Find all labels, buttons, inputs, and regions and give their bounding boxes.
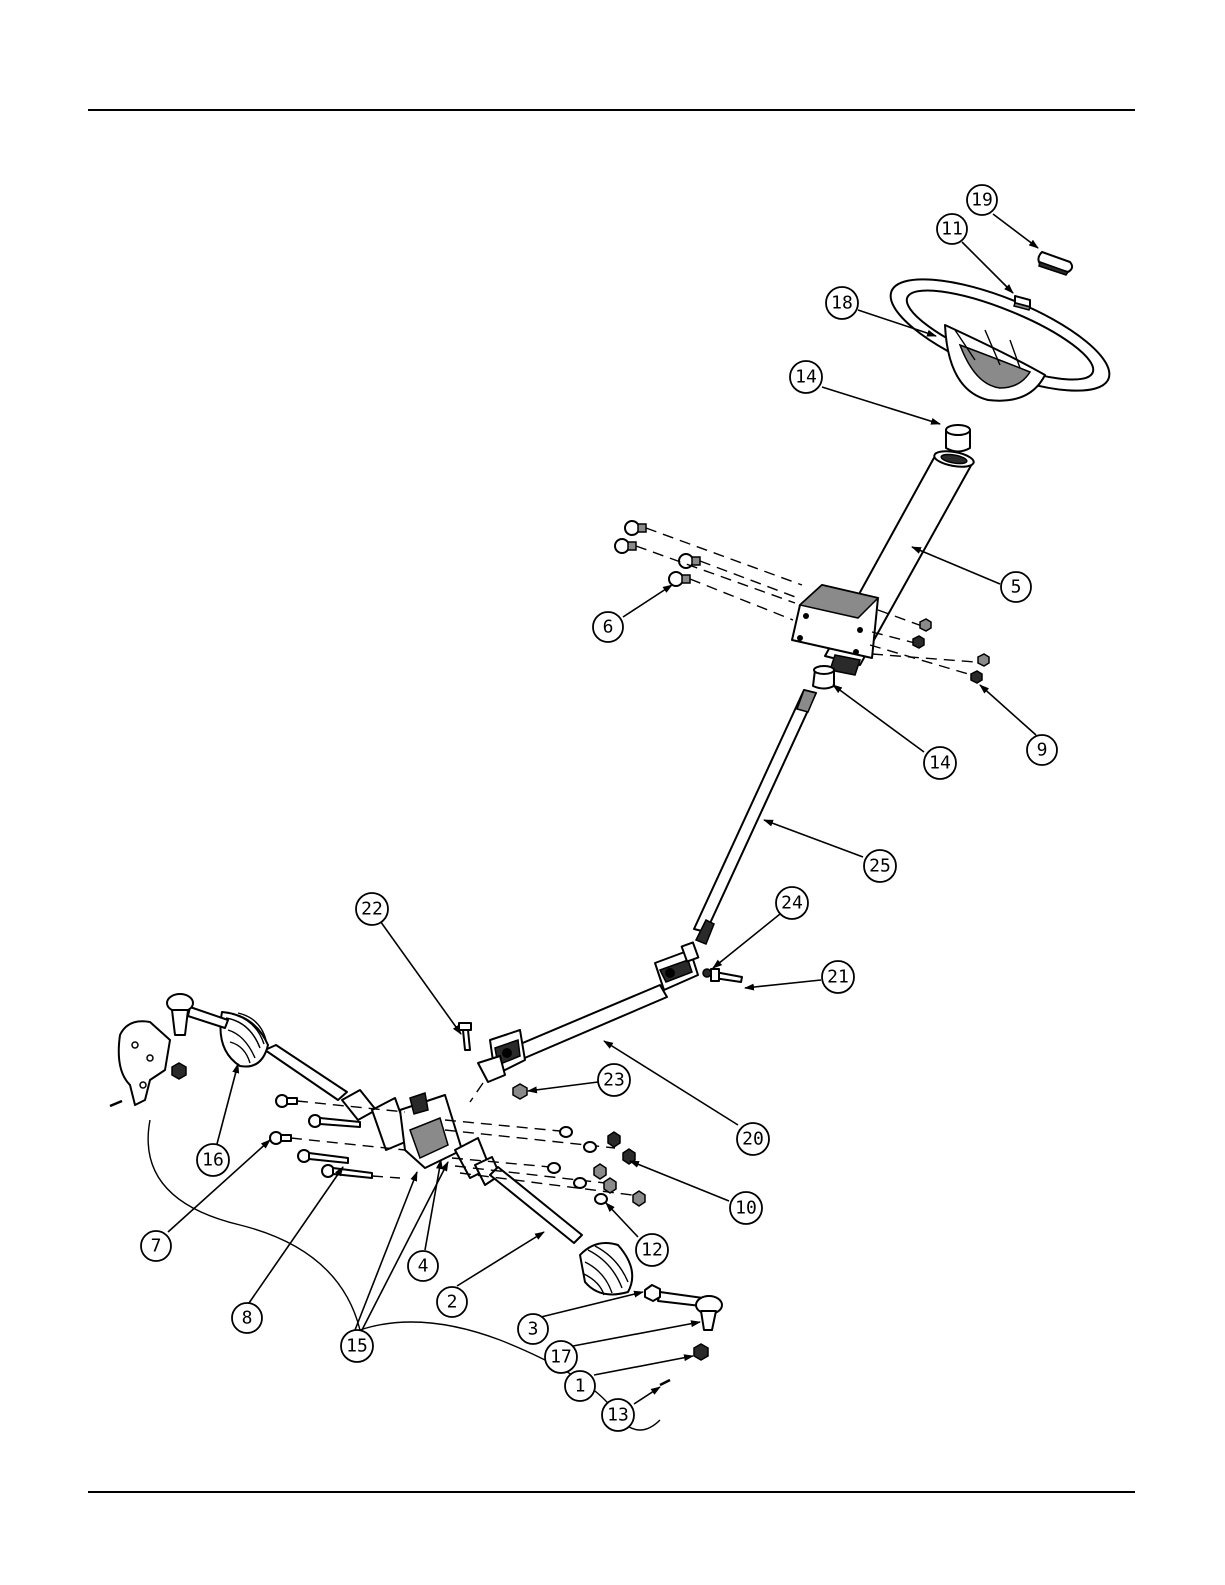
callout-16-label: 16: [202, 1150, 224, 1171]
callout-4: 4: [408, 1251, 438, 1281]
callout-25-label: 25: [869, 856, 891, 877]
callout-17: 17: [545, 1341, 577, 1373]
callout-12-label: 12: [641, 1240, 663, 1261]
left-tie-rod-end: [167, 994, 228, 1035]
upper-universal-joint: [655, 942, 698, 990]
lower-steering-shaft: [506, 985, 667, 1063]
callout-8-label: 8: [242, 1308, 253, 1329]
rack-housing: [265, 1045, 500, 1185]
callout-22: 22: [356, 893, 388, 925]
callout-20-label: 20: [742, 1129, 764, 1150]
callout-1: 1: [565, 1371, 595, 1401]
callout-18-label: 18: [831, 293, 853, 314]
callout-7: 7: [141, 1231, 171, 1261]
callout-14-lower-label: 14: [929, 753, 951, 774]
callout-8: 8: [232, 1303, 262, 1333]
lower-bushing: [813, 666, 834, 689]
spindle-knuckle: [119, 1021, 170, 1105]
callout-10: 10: [730, 1192, 762, 1224]
callout-9: 9: [1027, 735, 1057, 765]
callout-5-label: 5: [1011, 577, 1022, 598]
callout-1-label: 1: [575, 1376, 586, 1397]
callout-15: 15: [341, 1330, 373, 1362]
pinch-bolt-nut: [513, 1084, 527, 1099]
phantom-line-left: [148, 1120, 360, 1330]
callout-19-label: 19: [971, 190, 993, 211]
callout-19: 19: [967, 185, 997, 215]
jam-nut: [645, 1285, 660, 1301]
column-mount-nuts: [913, 619, 989, 683]
callout-6-label: 6: [603, 617, 614, 638]
castle-nut: [694, 1344, 708, 1360]
u-joint-bolt-and-washer: [703, 969, 742, 982]
right-boot: [580, 1243, 632, 1295]
horn-cap: [1038, 252, 1072, 275]
callout-11-label: 11: [941, 219, 963, 240]
leader-lines: [168, 214, 1038, 1404]
pinch-bolt: [459, 1023, 471, 1050]
callout-17-label: 17: [550, 1347, 572, 1368]
lower-universal-joint: [478, 1030, 525, 1082]
callout-4-label: 4: [418, 1256, 429, 1277]
callout-5: 5: [1001, 572, 1031, 602]
callout-24: 24: [776, 887, 808, 919]
cotter-pin: [660, 1380, 670, 1385]
callout-14-upper: 14: [790, 361, 822, 393]
callout-25: 25: [864, 850, 896, 882]
callout-21: 21: [822, 961, 854, 993]
callout-2-label: 2: [447, 1292, 458, 1313]
callout-3: 3: [518, 1314, 548, 1344]
callout-23-label: 23: [603, 1070, 625, 1091]
callout-6: 6: [593, 612, 623, 642]
callout-9-label: 9: [1037, 740, 1048, 761]
callout-13: 13: [602, 1399, 634, 1431]
callout-14-upper-label: 14: [795, 367, 817, 388]
callout-14-lower: 14: [924, 747, 956, 779]
callout-15-label: 15: [346, 1336, 368, 1357]
callout-21-label: 21: [827, 967, 849, 988]
callout-12: 12: [636, 1234, 668, 1266]
callout-10-label: 10: [735, 1198, 757, 1219]
callout-18: 18: [826, 287, 858, 319]
callout-3-label: 3: [528, 1319, 539, 1340]
callout-23: 23: [598, 1064, 630, 1096]
upper-bushing: [946, 425, 970, 452]
callout-16: 16: [197, 1144, 229, 1176]
callout-7-label: 7: [151, 1236, 162, 1257]
callout-22-label: 22: [361, 899, 383, 920]
callout-24-label: 24: [781, 893, 803, 914]
callout-11: 11: [937, 214, 967, 244]
callout-20: 20: [737, 1123, 769, 1155]
callout-13-label: 13: [607, 1405, 629, 1426]
left-tie-rod-nut: [172, 1063, 186, 1079]
cotter-pin-left: [110, 1101, 122, 1106]
callout-2: 2: [437, 1287, 467, 1317]
